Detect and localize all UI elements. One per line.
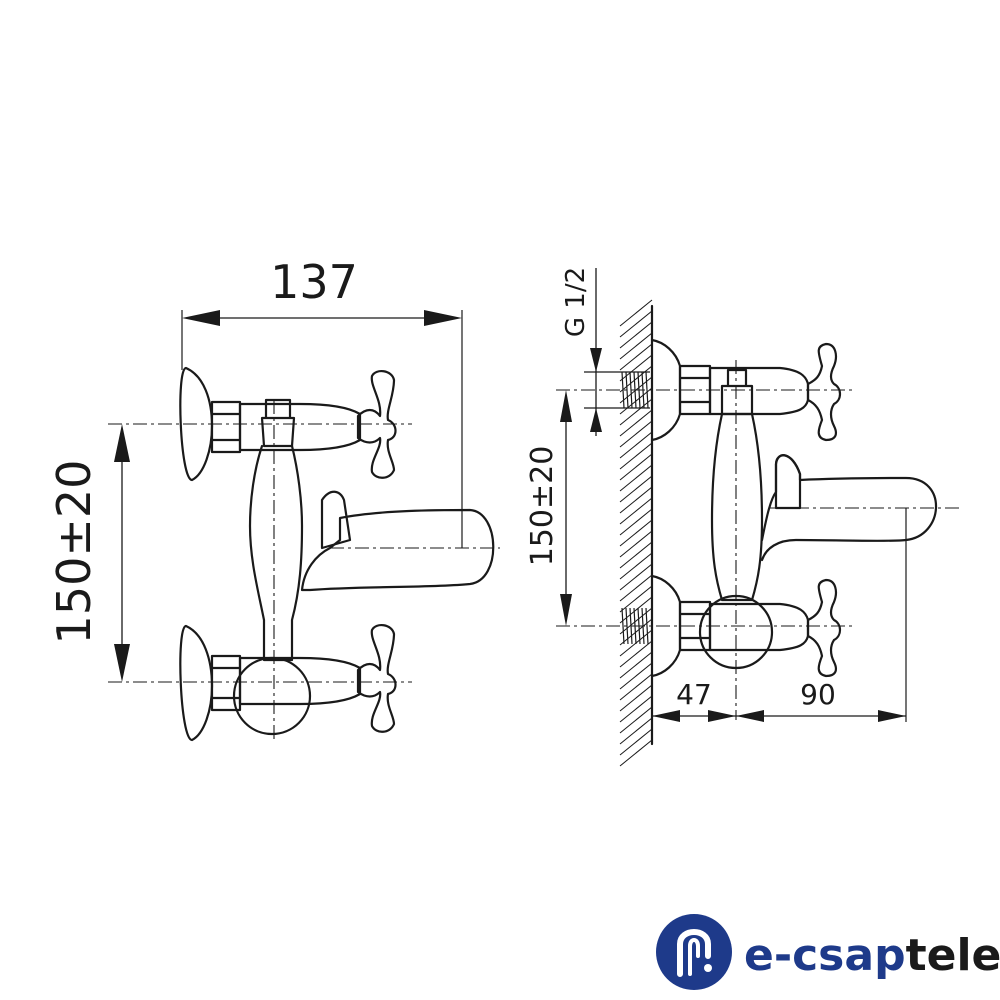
faucet-icon-inner	[688, 938, 700, 976]
front-upper-nut	[210, 400, 242, 454]
front-spout	[300, 508, 495, 592]
dim-47-arrow-left	[652, 710, 680, 722]
front-upper-handle	[356, 370, 397, 479]
hatch-line	[619, 409, 653, 437]
front-vertical-body	[248, 444, 304, 662]
water-drop-icon	[704, 964, 712, 972]
hatch-line	[619, 442, 653, 470]
dim-front-150-arrow-bottom	[114, 644, 130, 682]
brand-name: e-csaptelep	[744, 930, 1000, 981]
hatch-line	[619, 640, 653, 668]
hatch-line	[619, 475, 653, 503]
hatch-line	[619, 552, 653, 580]
thread-line	[621, 607, 625, 645]
brand-logo: e-csaptelep	[656, 914, 1000, 990]
hatch-line	[619, 728, 653, 756]
side-upper-valve	[708, 366, 810, 416]
hatch-line	[619, 464, 653, 492]
dim-thread-arrow-top	[590, 348, 602, 372]
front-lower-nut	[210, 654, 242, 712]
brand-name-part-telep: telep	[906, 930, 1000, 981]
hatch-line	[619, 365, 653, 393]
side-view	[556, 268, 960, 767]
front-lower-flange	[179, 624, 214, 742]
hatch-line	[619, 420, 653, 448]
side-lower-handle	[806, 578, 842, 678]
hatch-line	[619, 310, 653, 338]
hatch-line	[619, 739, 653, 767]
hatch-line	[619, 541, 653, 569]
front-upper-valve	[238, 402, 362, 452]
hatch-line	[619, 706, 653, 734]
hatch-line	[619, 343, 653, 371]
front-lower-handle	[356, 624, 397, 733]
hatch-line	[619, 431, 653, 459]
hatch-line	[619, 321, 653, 349]
brand-name-part-ecsap: e-csap	[744, 930, 906, 981]
hatch-line	[619, 717, 653, 745]
dim-side-150-label: 150±20	[525, 446, 560, 567]
thread-line	[621, 371, 625, 409]
side-lower-valve	[708, 602, 810, 652]
hatch-line	[619, 563, 653, 591]
hatch-line	[619, 651, 653, 679]
hatch-line	[619, 684, 653, 712]
hatch-line	[619, 585, 653, 613]
dim-47-arrow-right	[708, 710, 736, 722]
side-upper-handle	[806, 342, 842, 442]
dim-thread-label: G 1/2	[561, 267, 591, 337]
hatch-line	[619, 596, 653, 624]
hatch-line	[619, 354, 653, 382]
hatch-line	[619, 486, 653, 514]
logo-circle	[656, 914, 732, 990]
side-diverter	[774, 454, 802, 510]
hatch-line	[619, 530, 653, 558]
front-diverter	[320, 490, 352, 550]
hatch-line	[619, 497, 653, 525]
hatch-line	[619, 453, 653, 481]
dim-side-150-arrow-bottom	[560, 594, 572, 626]
side-top-spindle	[720, 368, 754, 416]
front-lower-valve	[238, 656, 362, 706]
dim-front-150-label: 150±20	[47, 460, 101, 645]
front-top-spindle	[260, 398, 296, 448]
hatch-line	[619, 574, 653, 602]
dim-137-arrow-right	[424, 310, 462, 326]
dim-side-150-arrow-top	[560, 390, 572, 422]
hatch-line	[619, 299, 653, 327]
side-vertical-body	[710, 412, 764, 602]
wall-hatching	[619, 299, 653, 767]
dim-137-label: 137	[270, 255, 358, 309]
hatch-line	[619, 673, 653, 701]
hatch-line	[619, 662, 653, 690]
thread-line	[645, 371, 649, 409]
front-view	[108, 310, 500, 742]
dim-137-arrow-left	[182, 310, 220, 326]
thread-line	[645, 607, 649, 645]
hatch-line	[619, 695, 653, 723]
dim-90-label: 90	[800, 678, 836, 711]
dim-90-arrow-left	[736, 710, 764, 722]
dim-47-label: 47	[676, 678, 712, 711]
hatch-line	[619, 398, 653, 426]
hatch-line	[619, 508, 653, 536]
hatch-line	[619, 332, 653, 360]
dim-90-arrow-right	[878, 710, 906, 722]
dim-thread-arrow-bottom	[590, 408, 602, 432]
dim-front-150-arrow-top	[114, 424, 130, 462]
front-bottom-ball	[232, 656, 312, 736]
faucet-icon	[677, 929, 711, 977]
hatch-line	[619, 519, 653, 547]
front-upper-flange	[179, 366, 214, 482]
